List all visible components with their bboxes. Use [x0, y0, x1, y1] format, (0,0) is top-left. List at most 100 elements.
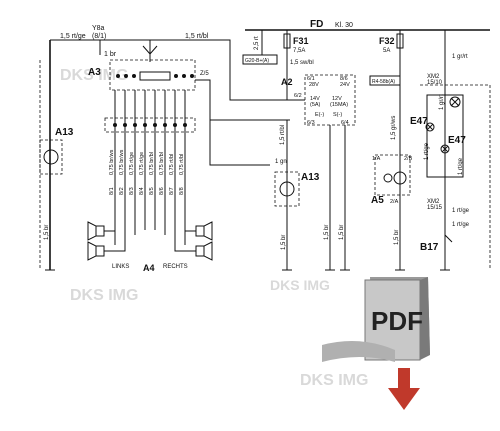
lamp-icon	[393, 171, 407, 185]
svg-text:0,75 rt/ge: 0,75 rt/ge	[129, 152, 135, 175]
pdf-label: PDF	[371, 306, 423, 336]
a3-lower-pins	[113, 123, 187, 127]
pdf-icon: PDF	[322, 277, 430, 410]
fuse-rating: 7,5A	[293, 48, 305, 54]
wire-label: 1,5 br	[324, 225, 330, 240]
a13-mid-box	[274, 171, 300, 207]
svg-text:(15MA): (15MA)	[330, 102, 348, 108]
wire-label: 1 rt/ge	[452, 208, 470, 214]
download-arrow-icon	[388, 388, 420, 410]
svg-text:8/6: 8/6	[340, 76, 348, 82]
svg-text:8/2: 8/2	[119, 187, 125, 195]
fuse-rating: 5A	[383, 48, 390, 54]
wire-label: 1 gn	[275, 159, 287, 165]
svg-text:0,75 br/bl: 0,75 br/bl	[159, 152, 165, 175]
svg-text:6/3: 6/3	[307, 120, 315, 126]
fuse-label: F32	[379, 36, 395, 46]
speaker-label: RECHTS	[163, 264, 188, 270]
xm-label: XM2	[427, 199, 440, 205]
wire-label: 1 rt/ge	[424, 142, 430, 160]
a13-left-box	[39, 139, 63, 175]
fuse-ref: G20-B+(A)	[245, 58, 269, 64]
pin-label: 2/B	[404, 156, 413, 162]
wire	[195, 79, 290, 121]
svg-text:12V: 12V	[332, 96, 342, 102]
lamp-icon	[279, 181, 295, 197]
kl-label: Kl. 30	[335, 22, 353, 29]
pin-label: 2/A	[390, 199, 399, 205]
wire-label: 1,5 br	[339, 225, 345, 240]
speaker-wire-labels: 0,75 br/ws 0,75 br/ws 0,75 rt/ge 0,75 rt…	[109, 149, 185, 175]
bulb-icon	[425, 122, 435, 132]
antenna-icon	[142, 40, 158, 62]
component-label: B17	[420, 242, 439, 253]
svg-text:(5A): (5A)	[310, 102, 321, 108]
radio-unit-a3	[109, 59, 196, 91]
svg-text:0,75 rt/bl: 0,75 rt/bl	[179, 154, 185, 175]
radio-pins	[116, 74, 194, 78]
wire-label: 1 rt/ge	[452, 222, 470, 228]
lamp-icon	[383, 173, 393, 183]
svg-text:8/3: 8/3	[129, 187, 135, 195]
wire-label: 1 gr/rt	[439, 94, 445, 110]
component-label: A13	[301, 172, 320, 183]
svg-text:8/8: 8/8	[179, 187, 185, 195]
frame-line	[420, 84, 491, 270]
wire-label: 1,5 br	[281, 235, 287, 250]
component-label: A5	[371, 195, 384, 206]
svg-text:0,75 br/bl: 0,75 br/bl	[149, 152, 155, 175]
pin-label: Z/5	[200, 71, 209, 77]
wire-label: 1 gr/rt	[452, 54, 468, 60]
svg-text:6/4: 6/4	[341, 120, 349, 126]
speaker-pin-labels: 8/1 8/2 8/3 8/4 8/5 8/6 8/7 8/8	[109, 187, 185, 195]
component-label: E47	[448, 135, 466, 146]
lamp-icon	[43, 149, 59, 165]
wire-label: 1,5 sw/bl	[290, 60, 314, 66]
wire	[209, 120, 270, 166]
svg-text:6/2: 6/2	[294, 93, 302, 99]
svg-text:0,75 br/ws: 0,75 br/ws	[119, 149, 125, 175]
download-arrow-shaft	[398, 368, 410, 388]
svg-text:6/1: 6/1	[307, 76, 315, 82]
e47-frame	[426, 94, 464, 178]
svg-text:E(-): E(-)	[315, 112, 324, 118]
pin-label: Y8a	[92, 25, 105, 32]
svg-text:8/5: 8/5	[149, 187, 155, 195]
svg-text:8/7: 8/7	[169, 187, 175, 195]
svg-text:0,75 br/ws: 0,75 br/ws	[109, 149, 115, 175]
wire-top	[50, 39, 290, 101]
watermark: DKS IMG	[60, 67, 128, 84]
watermark: DKS IMG	[270, 277, 330, 293]
svg-text:8/4: 8/4	[139, 187, 145, 195]
component-label: A3	[88, 67, 101, 78]
speaker-wires	[114, 90, 186, 245]
xm-label: XM2	[427, 74, 440, 80]
a3-lower-connector	[104, 117, 196, 133]
svg-text:0,75 rt/bl: 0,75 rt/bl	[169, 154, 175, 175]
component-label: A4	[143, 263, 155, 273]
wire-label: 1,5 rt/ge	[60, 33, 86, 40]
wire-label: 2,5 rt	[254, 36, 260, 50]
wire-label: 1 rt/ge	[458, 157, 464, 175]
component-label: A2	[281, 77, 293, 87]
wire-label: 1,5 gr/ws	[391, 116, 397, 140]
wire-label: 1,5 br	[44, 225, 50, 240]
svg-text:8/1: 8/1	[109, 187, 115, 195]
svg-text:24V: 24V	[340, 82, 350, 88]
fuse-f31-icon	[283, 33, 291, 49]
speaker-label: LINKS	[112, 264, 129, 270]
xm-pin: 15/15	[427, 205, 443, 211]
pin-label: (8/1)	[92, 33, 106, 40]
wire-label: 1,5 rt/bl	[280, 125, 286, 145]
svg-text:S(-): S(-)	[333, 112, 342, 118]
bulb-icon	[449, 96, 461, 108]
component-label: A13	[55, 127, 74, 138]
pin-label: 1/A	[372, 156, 381, 162]
a2-labels: 6/1 8/6 6/2 28V 24V 14V (5A) 12V (15MA) …	[294, 76, 350, 126]
speaker-left-icon	[87, 221, 126, 261]
bulb-icon	[440, 144, 450, 154]
switch-icon	[444, 234, 453, 248]
svg-text:0,75 rt/ge: 0,75 rt/ge	[139, 152, 145, 175]
